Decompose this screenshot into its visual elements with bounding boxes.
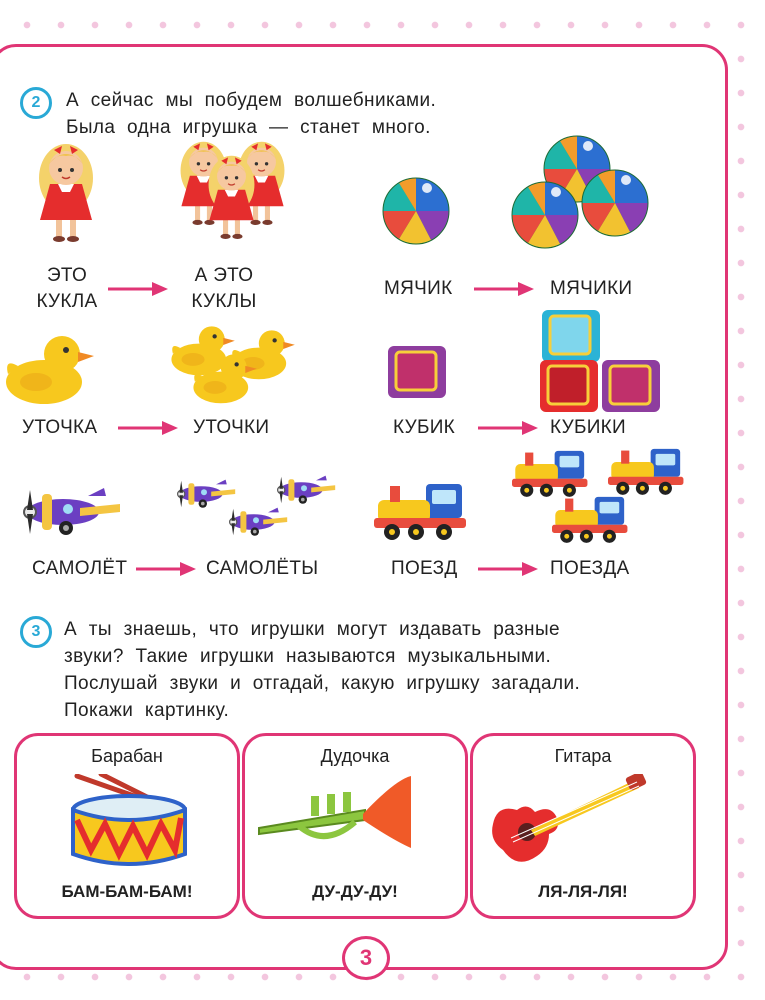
instrument-sound: БАМ-БАМ-БАМ! [61, 882, 193, 901]
plane-picture[interactable] [8, 482, 124, 540]
dolls-picture[interactable] [178, 140, 288, 240]
instrument-sound: ЛЯ-ЛЯ-ЛЯ! [538, 882, 628, 901]
instrument-card-guitar[interactable]: Гитара ЛЯ-ЛЯ-ЛЯ! [470, 733, 696, 919]
cubes-word: КУБИКИ [550, 417, 627, 438]
task-3-line: Послушай звуки и отгадай, какую игрушку … [64, 673, 581, 694]
cube-picture[interactable] [386, 344, 448, 400]
train-word: ПОЕЗД [391, 558, 458, 579]
balls-picture[interactable] [508, 134, 660, 256]
dolls-word: КУКЛЫ [191, 291, 257, 312]
train-picture[interactable] [374, 478, 468, 542]
planes-word: САМОЛЁТЫ [206, 558, 319, 579]
instrument-card-pipe[interactable]: Дудочка ДУ-ДУ-ДУ! [242, 733, 468, 919]
task-2-line: А сейчас мы побудем волшебниками. [66, 90, 437, 111]
cube-arrow [478, 420, 540, 436]
doll-arrow [108, 281, 170, 297]
planes-picture[interactable] [168, 472, 354, 544]
doll-picture[interactable] [36, 142, 96, 242]
task-2-instructions: А сейчас мы побудем волшебниками. Была о… [66, 87, 436, 141]
dolls-plural-label: А ЭТО КУКЛЫ [178, 263, 270, 315]
page-number: 3 [342, 936, 390, 980]
balls-word: МЯЧИКИ [550, 278, 633, 299]
trains-picture[interactable] [512, 444, 692, 552]
task-3-number-badge: 3 [20, 616, 52, 648]
trumpet-icon [258, 776, 411, 848]
cube-word: КУБИК [393, 417, 456, 438]
task-2-number-badge: 2 [20, 87, 52, 119]
duck-arrow [118, 420, 180, 436]
ball-arrow [474, 281, 536, 297]
doll-word: КУКЛА [36, 291, 98, 312]
task-3-line: А ты знаешь, что игрушки могут издавать … [64, 619, 560, 640]
instrument-card-drum[interactable]: Барабан БАМ-БАМ-БАМ! [14, 733, 240, 919]
ball-word: МЯЧИК [384, 278, 453, 299]
instrument-name: Барабан [91, 746, 163, 766]
instrument-name: Гитара [554, 746, 612, 766]
instrument-name: Дудочка [320, 746, 390, 766]
trains-word: ПОЕЗДА [550, 558, 630, 579]
doll-singular-label: ЭТО КУКЛА [32, 263, 102, 315]
guitar-icon [492, 774, 647, 862]
ducks-word: УТОЧКИ [193, 417, 270, 438]
instrument-sound: ДУ-ДУ-ДУ! [312, 882, 398, 901]
plane-word: САМОЛЁТ [32, 558, 128, 579]
doll-this-label: ЭТО [46, 265, 88, 286]
task-3-instructions: А ты знаешь, что игрушки могут издавать … [64, 616, 580, 724]
task-3-line: Покажи картинку. [64, 700, 230, 721]
plane-arrow [136, 561, 198, 577]
task-2-line: Была одна игрушка — станет много. [66, 117, 431, 138]
duck-word: УТОЧКА [22, 417, 98, 438]
cubes-picture[interactable] [538, 308, 664, 412]
drum-icon [71, 774, 187, 866]
dolls-this-label: А ЭТО [194, 265, 254, 286]
ducks-picture[interactable] [170, 322, 300, 408]
train-arrow [478, 561, 540, 577]
task-3-line: звуки? Такие игрушки называются музыкаль… [64, 646, 552, 667]
ball-picture[interactable] [381, 176, 451, 246]
duck-picture[interactable] [4, 330, 96, 404]
